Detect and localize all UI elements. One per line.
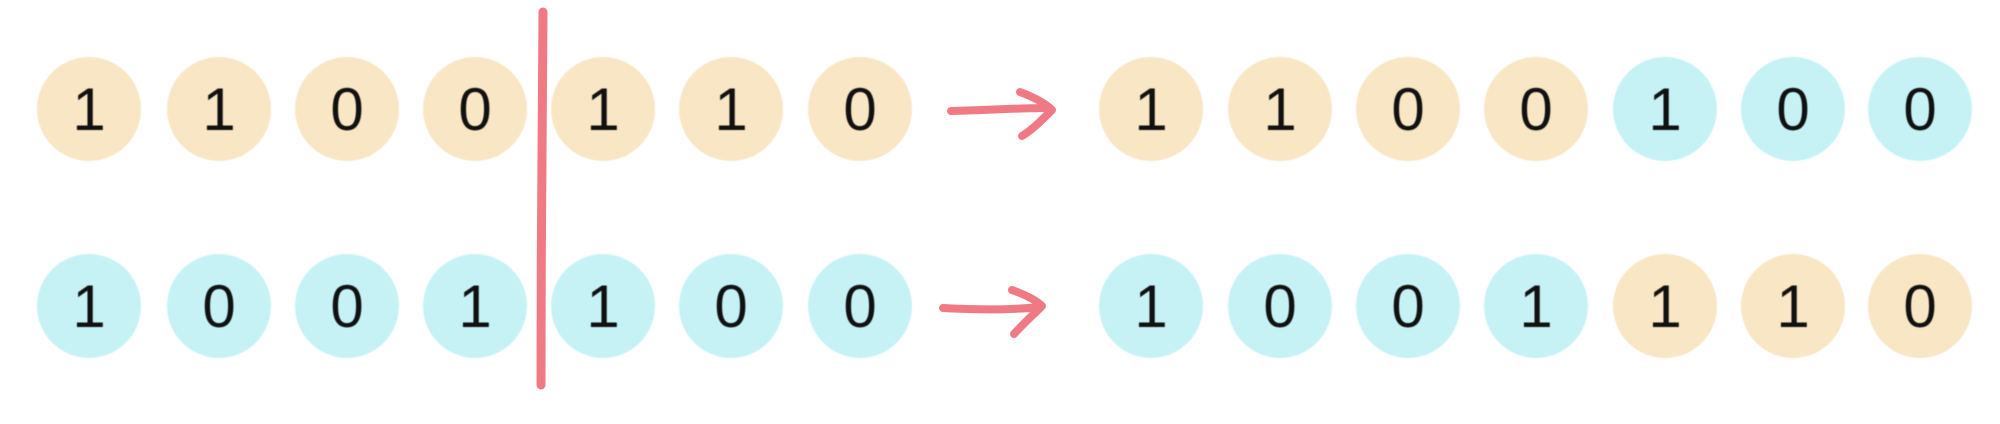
- bit-value: 1: [458, 272, 492, 340]
- right-arrow-icon: [939, 286, 1046, 338]
- bit-value: 0: [714, 272, 748, 340]
- bit-circle: 1: [1484, 254, 1588, 358]
- bit-value: 0: [843, 272, 877, 340]
- bit-circle: 1: [1613, 254, 1717, 358]
- bit-value: 1: [1263, 75, 1297, 143]
- bit-value: 0: [1903, 75, 1937, 143]
- bit-circle: 0: [1868, 254, 1972, 358]
- bit-circle: 0: [1868, 57, 1972, 161]
- bit-value: 1: [1648, 272, 1682, 340]
- bit-value: 0: [458, 75, 492, 143]
- bit-value: 0: [843, 75, 877, 143]
- bit-circle: 1: [37, 57, 141, 161]
- bit-value: 1: [714, 75, 748, 143]
- bit-circle: 0: [1356, 57, 1460, 161]
- bit-circle: 1: [1228, 57, 1332, 161]
- bit-circle: 0: [1741, 57, 1845, 161]
- bit-circle: 1: [551, 57, 655, 161]
- bit-circle: 0: [1356, 254, 1460, 358]
- bit-circle: 0: [167, 254, 271, 358]
- bit-circle: 1: [1613, 57, 1717, 161]
- bit-value: 1: [72, 75, 106, 143]
- bit-value: 1: [586, 75, 620, 143]
- bit-value: 1: [202, 75, 236, 143]
- bit-value: 0: [1263, 272, 1297, 340]
- bit-circle: 0: [295, 254, 399, 358]
- bit-circle: 0: [1484, 57, 1588, 161]
- bit-circle: 0: [1228, 254, 1332, 358]
- bit-circle: 1: [1741, 254, 1845, 358]
- bit-value: 0: [1391, 75, 1425, 143]
- bit-circle: 0: [808, 254, 912, 358]
- crossover-line: [536, 7, 548, 390]
- bit-value: 0: [1519, 75, 1553, 143]
- bit-circle: 1: [1099, 57, 1203, 161]
- bit-value: 0: [202, 272, 236, 340]
- bit-circle: 1: [167, 57, 271, 161]
- bit-value: 1: [72, 272, 106, 340]
- bit-circle: 0: [423, 57, 527, 161]
- bit-value: 0: [1776, 75, 1810, 143]
- bit-circle: 0: [295, 57, 399, 161]
- bit-value: 0: [330, 75, 364, 143]
- bit-circle: 1: [423, 254, 527, 358]
- bit-circle: 1: [37, 254, 141, 358]
- bit-value: 1: [1134, 272, 1168, 340]
- bit-value: 0: [330, 272, 364, 340]
- bit-circle: 1: [1099, 254, 1203, 358]
- bit-value: 0: [1903, 272, 1937, 340]
- right-arrow-icon: [947, 88, 1056, 140]
- bit-value: 1: [586, 272, 620, 340]
- bit-value: 1: [1648, 75, 1682, 143]
- bit-circle: 0: [808, 57, 912, 161]
- bit-value: 1: [1134, 75, 1168, 143]
- bit-value: 0: [1391, 272, 1425, 340]
- bit-value: 1: [1776, 272, 1810, 340]
- bit-value: 1: [1519, 272, 1553, 340]
- bit-circle: 1: [679, 57, 783, 161]
- bit-circle: 0: [679, 254, 783, 358]
- bit-circle: 1: [551, 254, 655, 358]
